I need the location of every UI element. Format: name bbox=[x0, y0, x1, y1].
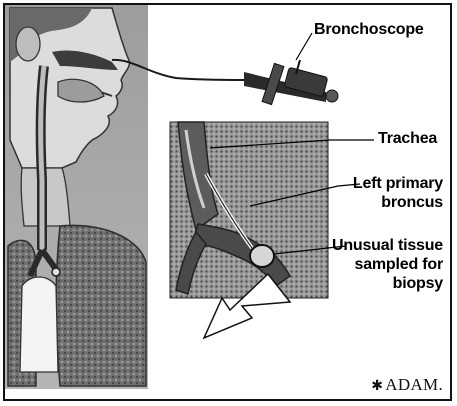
label-unusual-tissue: Unusual tissue sampled for biopsy bbox=[332, 236, 443, 293]
label-unusual-tissue-line3: biopsy bbox=[332, 274, 443, 293]
label-left-primary-line2: broncus bbox=[353, 193, 443, 212]
adam-logo-text: ADAM. bbox=[385, 375, 443, 394]
inset-panel bbox=[170, 122, 328, 298]
label-left-primary: Left primary broncus bbox=[353, 174, 443, 212]
label-unusual-tissue-line1: Unusual tissue bbox=[332, 236, 443, 255]
label-left-primary-line1: Left primary bbox=[353, 174, 443, 193]
adam-logo-mark-icon: ✱ bbox=[371, 379, 383, 394]
bronchoscope-device bbox=[244, 60, 338, 105]
label-bronchoscope: Bronchoscope bbox=[314, 21, 424, 39]
label-trachea: Trachea bbox=[378, 130, 437, 148]
adam-logo: ✱ADAM. bbox=[371, 375, 443, 395]
label-unusual-tissue-line2: sampled for bbox=[332, 255, 443, 274]
